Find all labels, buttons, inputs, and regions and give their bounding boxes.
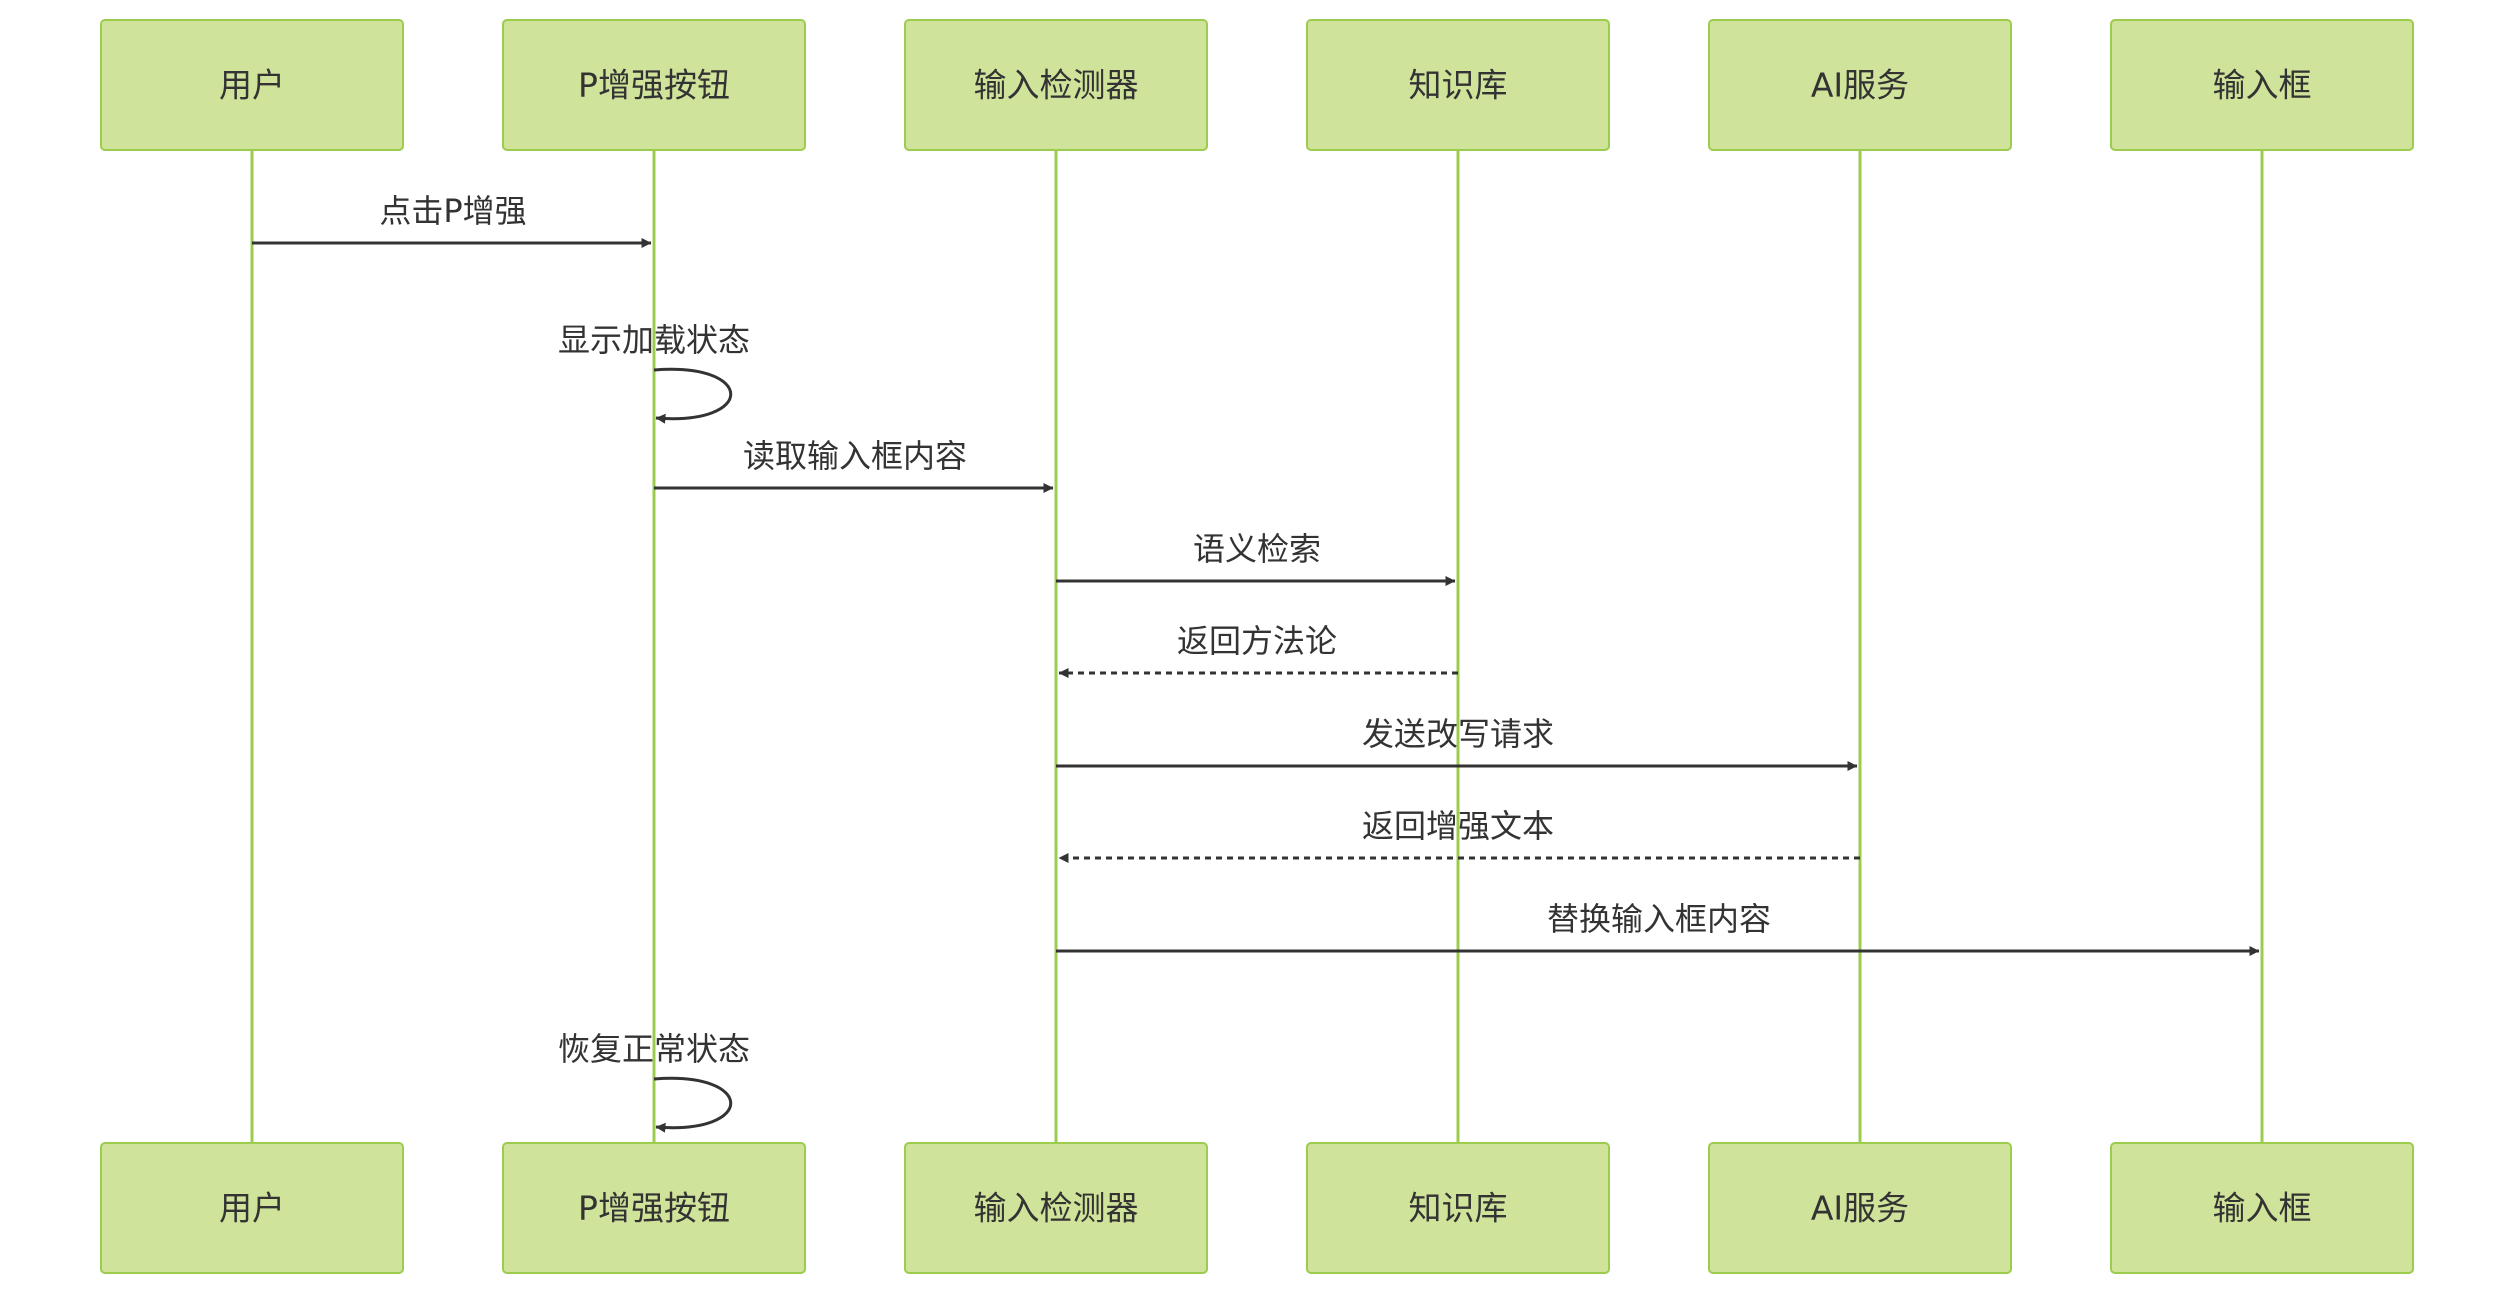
participant-box xyxy=(904,19,1208,151)
message-1: 点击P增强 xyxy=(252,192,652,248)
message-label: 替换输入框内容 xyxy=(1547,900,1771,938)
message-label: 发送改写请求 xyxy=(1362,715,1554,753)
participant-box xyxy=(1306,1142,1610,1274)
participant-user-top: 用户 xyxy=(100,19,404,151)
participant-box xyxy=(1708,19,2012,151)
message-label: 返回方法论 xyxy=(1177,622,1337,660)
participant-label: 知识库 xyxy=(1409,66,1508,105)
participant-box xyxy=(2110,1142,2414,1274)
message-7: 返回增强文本 xyxy=(1058,807,1860,863)
participant-box xyxy=(904,1142,1208,1274)
participant-user-bottom: 用户 xyxy=(100,1142,404,1274)
participant-boxes: 用户用户P增强按钮P增强按钮输入检测器输入检测器知识库知识库AI服务AI服务输入… xyxy=(100,19,2414,1274)
message-6: 发送改写请求 xyxy=(1056,715,1858,771)
message-4: 语义检索 xyxy=(1056,530,1456,586)
message-9: 恢复正常状态 xyxy=(558,1030,750,1133)
participant-label: 用户 xyxy=(219,1189,285,1228)
participant-label: 输入框 xyxy=(2213,1189,2312,1228)
participant-label: 输入框 xyxy=(2213,66,2312,105)
participant-label: AI服务 xyxy=(1811,1189,1909,1228)
participant-input_detector-bottom: 输入检测器 xyxy=(904,1142,1208,1274)
participant-label: 输入检测器 xyxy=(974,1189,1139,1228)
self-message-arrow xyxy=(653,1076,733,1133)
message-label: 返回增强文本 xyxy=(1362,807,1554,845)
message-8: 替换输入框内容 xyxy=(1056,900,2260,956)
message-label: 恢复正常状态 xyxy=(558,1030,750,1068)
self-message-arrow xyxy=(653,367,733,424)
participant-ai_service-bottom: AI服务 xyxy=(1708,1142,2012,1274)
participant-knowledge_base-top: 知识库 xyxy=(1306,19,1610,151)
message-label: 读取输入框内容 xyxy=(743,437,967,475)
message-2: 显示加载状态 xyxy=(558,321,750,424)
participant-knowledge_base-bottom: 知识库 xyxy=(1306,1142,1610,1274)
participant-p_button-bottom: P增强按钮 xyxy=(502,1142,806,1274)
participant-label: AI服务 xyxy=(1811,66,1909,105)
messages: 点击P增强显示加载状态读取输入框内容语义检索返回方法论发送改写请求返回增强文本替… xyxy=(252,192,2260,1133)
participant-box xyxy=(1306,19,1610,151)
participant-box xyxy=(100,1142,404,1274)
participant-p_button-top: P增强按钮 xyxy=(502,19,806,151)
message-label: 点击P增强 xyxy=(379,192,526,230)
participant-label: 输入检测器 xyxy=(974,66,1139,105)
participant-label: P增强按钮 xyxy=(578,66,730,105)
lifelines xyxy=(250,150,2264,1143)
participant-label: 用户 xyxy=(219,66,285,105)
message-3: 读取输入框内容 xyxy=(654,437,1054,493)
participant-input_box-top: 输入框 xyxy=(2110,19,2414,151)
participant-box xyxy=(100,19,404,151)
participant-box xyxy=(2110,19,2414,151)
participant-label: P增强按钮 xyxy=(578,1189,730,1228)
message-label: 语义检索 xyxy=(1193,530,1321,568)
message-label: 显示加载状态 xyxy=(558,321,750,359)
participant-input_detector-top: 输入检测器 xyxy=(904,19,1208,151)
participant-box xyxy=(1708,1142,2012,1274)
message-5: 返回方法论 xyxy=(1058,622,1458,678)
participant-input_box-bottom: 输入框 xyxy=(2110,1142,2414,1274)
participant-label: 知识库 xyxy=(1409,1189,1508,1228)
participant-box xyxy=(502,19,806,151)
participant-box xyxy=(502,1142,806,1274)
participant-ai_service-top: AI服务 xyxy=(1708,19,2012,151)
